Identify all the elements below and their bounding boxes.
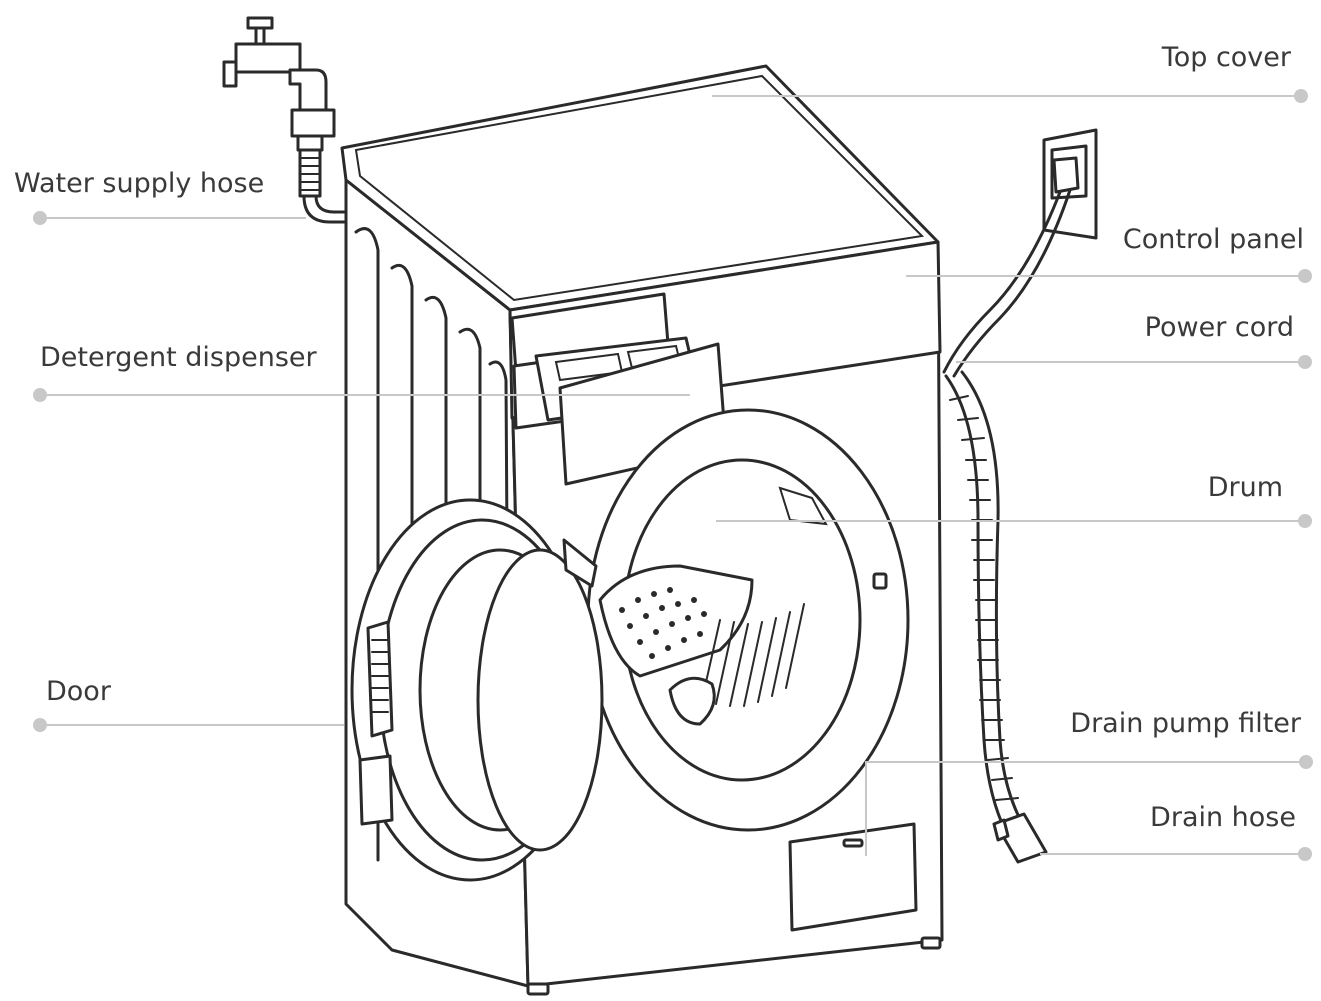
drum [586, 408, 910, 832]
machine-feet [526, 936, 942, 996]
leader-detergent-dispenser [33, 388, 690, 402]
leader-power-cord [956, 355, 1312, 369]
drain-hose [944, 370, 1048, 864]
label-door: Door [46, 676, 111, 707]
leader-water-supply-hose [33, 211, 306, 225]
leader-control-panel [906, 269, 1312, 283]
drain-pump-filter [788, 822, 918, 932]
door [350, 498, 604, 882]
label-top-cover: Top cover [1161, 42, 1291, 73]
label-drain-pump-filter: Drain pump filter [1070, 708, 1301, 739]
label-water-supply-hose: Water supply hose [14, 168, 265, 199]
label-detergent-dispenser: Detergent dispenser [40, 342, 317, 373]
leader-drain-hose [1040, 847, 1312, 861]
power-cord [942, 188, 1072, 378]
leader-top-cover [712, 89, 1308, 103]
label-drain-hose: Drain hose [1150, 802, 1296, 833]
water-tap-icon [222, 16, 336, 152]
leader-lines [33, 89, 1313, 861]
wall-socket [1042, 128, 1098, 240]
leader-drum [716, 514, 1312, 528]
label-drum: Drum [1207, 472, 1283, 503]
leader-door [33, 718, 344, 732]
washing-machine-illustration [222, 16, 1098, 996]
water-supply-hose [298, 148, 350, 224]
leader-drain-pump-filter [865, 755, 1313, 856]
detergent-dispenser [510, 292, 728, 486]
label-control-panel: Control panel [1122, 224, 1304, 255]
label-power-cord: Power cord [1144, 312, 1294, 343]
